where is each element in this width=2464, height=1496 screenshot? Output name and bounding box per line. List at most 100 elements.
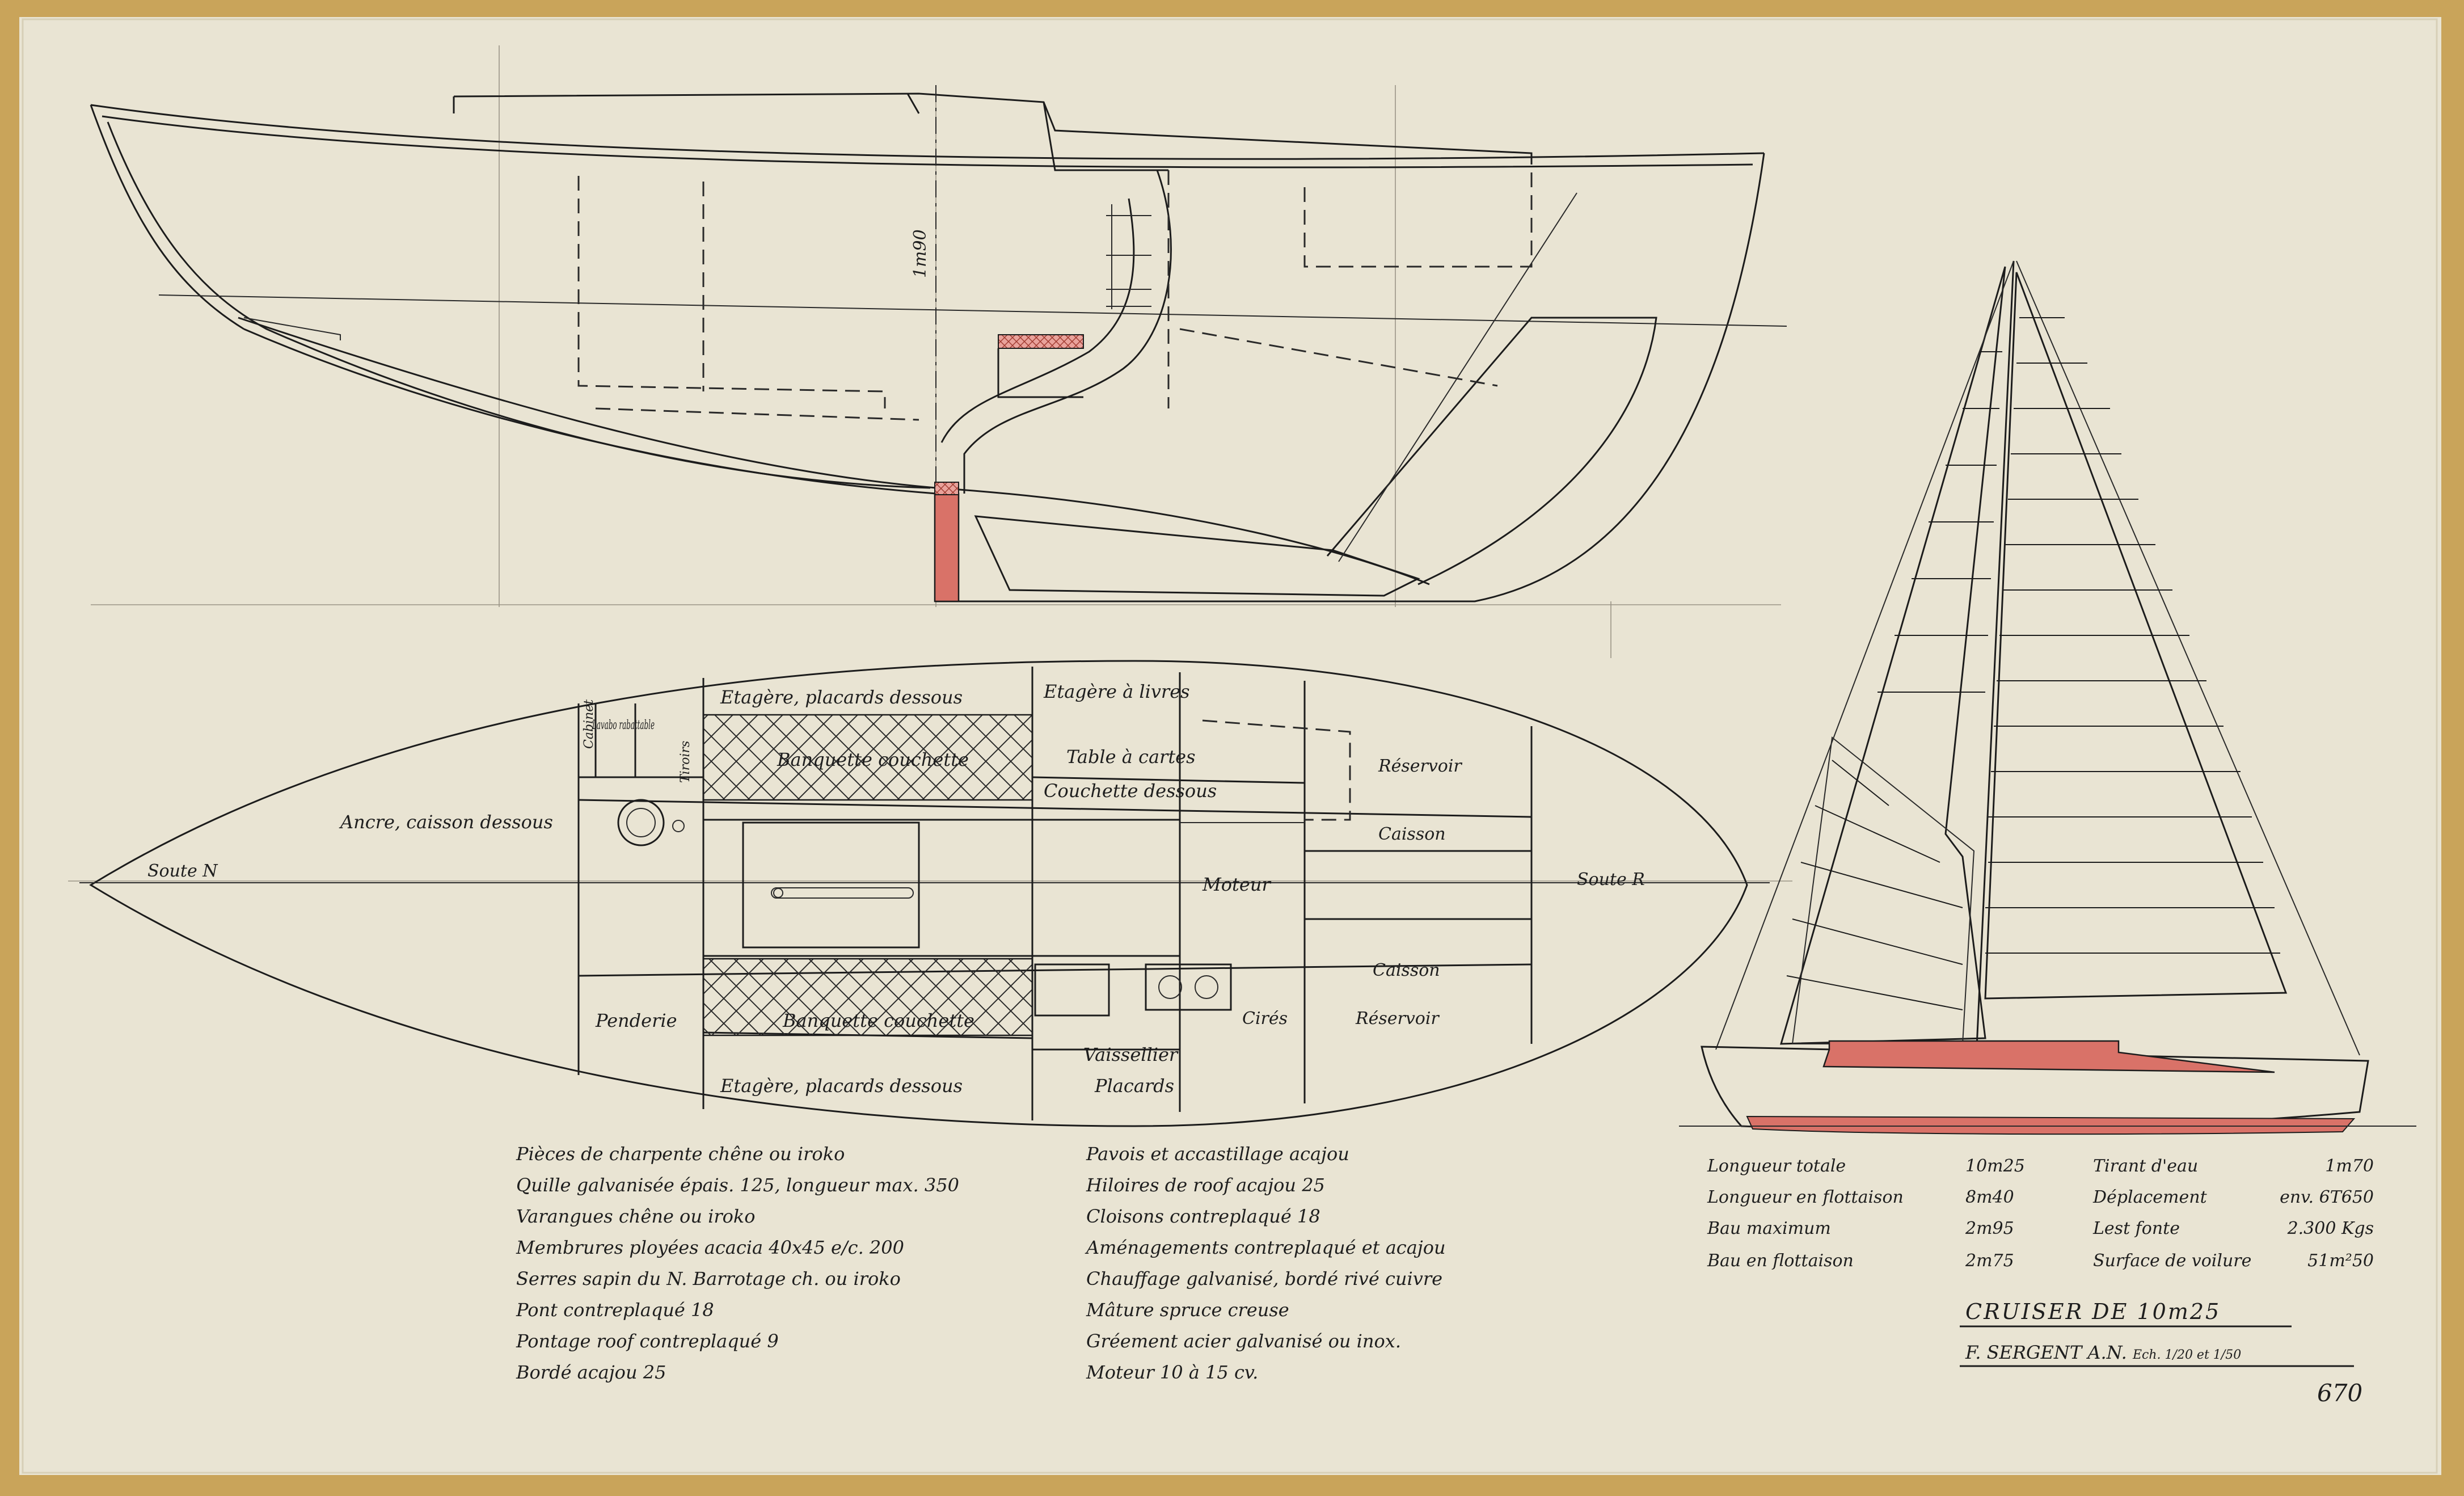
note-right-5: Chauffage galvanisé, bordé rivé cuivre: [1086, 1268, 1442, 1289]
paper-inner-edge: [22, 18, 2438, 1474]
galley-box: [997, 348, 1083, 398]
specs-left: Longueur totale 10m25 Longueur en flotta…: [1707, 1156, 2025, 1271]
label-lavabo: Lavabo rabattable: [592, 718, 655, 732]
label-reservoir-top: Réservoir: [1378, 756, 1462, 776]
title-block: CRUISER DE 10m25 F. SERGENT A.N. Ech. 1/…: [1960, 1299, 2362, 1407]
spec-right-value-3: 2.300 Kgs: [2287, 1219, 2374, 1238]
spec-right-label-4: Surface de voilure: [2093, 1251, 2251, 1271]
paper: [19, 17, 2441, 1475]
sink-tap: [672, 820, 685, 832]
drawing-title: CRUISER DE 10m25: [1965, 1299, 2221, 1324]
table-knob: [773, 888, 783, 898]
note-left-1: Pièces de charpente chêne ou iroko: [516, 1143, 845, 1165]
spec-right-value-4: 51m²50: [2307, 1251, 2374, 1271]
sink-inner: [626, 808, 656, 837]
note-right-1: Pavois et accastillage acajou: [1086, 1143, 1349, 1165]
note-left-6: Pont contreplaqué 18: [516, 1299, 714, 1321]
keel-block: [974, 515, 1420, 597]
drawing-scale: Ech. 1/20 et 1/50: [2132, 1348, 2241, 1362]
mast: [1976, 260, 2015, 1047]
step-hatched: [998, 334, 1084, 349]
label-etagere-livres: Etagère à livres: [1043, 681, 1190, 702]
label-banquette-top: Banquette couchette: [777, 749, 969, 770]
hull-inner-line: [107, 121, 931, 489]
sail-plan-cabin: [1822, 1040, 2275, 1073]
mainsail-battens: [1985, 317, 2280, 954]
label-moteur: Moteur: [1202, 874, 1271, 895]
label-vaissellier: Vaissellier: [1083, 1044, 1179, 1065]
forestay: [1715, 260, 2014, 1050]
construction-notes-right: Pavois et accastillage acajou Hiloires d…: [1085, 1143, 1446, 1383]
note-left-4: Membrures ployées acacia 40x45 e/c. 200: [516, 1237, 904, 1258]
spec-right-label-1: Tirant d'eau: [2093, 1156, 2198, 1176]
hull-plan-outline: [89, 660, 1748, 1127]
mast-step-hatched: [934, 482, 959, 495]
keel-line: [238, 317, 1430, 585]
cabin-top: [453, 93, 1168, 171]
label-soute-ar: Soute R: [1577, 870, 1645, 890]
companionway-inner: [940, 198, 1135, 443]
waterline: [158, 294, 1787, 327]
note-right-7: Gréement acier galvanisé ou inox.: [1086, 1330, 1401, 1352]
label-cires: Cirés: [1242, 1009, 1288, 1029]
hull-stem: [90, 104, 244, 330]
plan-view: Soute N Soute R Etagère, placards dessou…: [79, 660, 1770, 1127]
note-left-8: Bordé acajou 25: [516, 1362, 666, 1383]
label-etagere-bottom: Etagère, placards dessous: [720, 1075, 963, 1097]
label-ancre: Ancre, caisson dessous: [339, 811, 553, 833]
deck-sheer-outer: [90, 104, 1765, 160]
label-etagere-top: Etagère, placards dessous: [720, 686, 963, 708]
specs-right: Tirant d'eau 1m70 Déplacement env. 6T650…: [2092, 1156, 2374, 1271]
drawing-author: F. SERGENT A.N.: [1965, 1342, 2127, 1363]
banquette-bottom: [702, 958, 1033, 1036]
spec-right-label-2: Déplacement: [2092, 1187, 2208, 1207]
height-mark: 1m90: [910, 229, 930, 278]
rudder-stock: [1338, 192, 1577, 562]
label-caisson-top: Caisson: [1378, 824, 1446, 844]
profile-view: 1m90: [90, 85, 1787, 602]
construction-notes-left: Pièces de charpente chêne ou iroko Quill…: [516, 1143, 959, 1383]
label-caisson-bottom: Caisson: [1373, 960, 1440, 980]
mast-step-red: [934, 492, 960, 602]
spec-left-label-1: Longueur totale: [1707, 1156, 1846, 1176]
deckhouse-roof: [453, 92, 1533, 165]
note-right-6: Mâture spruce creuse: [1086, 1299, 1289, 1321]
label-soute-av: Soute N: [147, 861, 218, 881]
note-left-3: Varangues chêne ou iroko: [516, 1206, 756, 1227]
backstay: [2016, 260, 2360, 1056]
label-couchette: Couchette dessous: [1044, 780, 1217, 802]
burner-2: [1195, 975, 1218, 999]
jib-seams: [1786, 351, 2002, 1010]
sink-outer: [617, 799, 665, 846]
sail-plan-boot-top: [1746, 1115, 2356, 1135]
note-right-3: Cloisons contreplaqué 18: [1086, 1206, 1320, 1227]
label-placards: Placards: [1094, 1075, 1174, 1097]
chart-table-dashed: [1202, 719, 1351, 821]
saloon-table: [742, 821, 920, 949]
spec-left-value-4: 2m75: [1965, 1251, 2014, 1271]
jib: [1779, 266, 2006, 1045]
spec-right-value-2: env. 6T650: [2280, 1187, 2374, 1207]
table-leaf: [771, 887, 914, 899]
label-banquette-bottom: Banquette couchette: [782, 1010, 974, 1031]
spec-right-value-1: 1m70: [2325, 1156, 2374, 1176]
note-right-4: Aménagements contreplaqué et acajou: [1085, 1237, 1446, 1258]
stove: [1145, 963, 1232, 1011]
sail-plan: [1679, 260, 2416, 1135]
note-left-2: Quille galvanisée épais. 125, longueur m…: [516, 1174, 959, 1196]
note-right-2: Hiloires de roof acajou 25: [1086, 1174, 1325, 1196]
note-left-5: Serres sapin du N. Barrotage ch. ou irok…: [516, 1268, 901, 1289]
galley-counter: [1034, 963, 1110, 1017]
burner-1: [1158, 975, 1182, 999]
label-reservoir-bottom: Réservoir: [1355, 1009, 1440, 1029]
spec-left-label-3: Bau maximum: [1707, 1219, 1831, 1238]
dashed-furniture: [577, 165, 1533, 421]
label-table-cartes: Table à cartes: [1066, 746, 1196, 768]
label-tiroirs: Tiroirs: [678, 741, 693, 783]
rudder: [1326, 317, 1657, 585]
deck-sheer-inner: [102, 115, 1753, 168]
spec-left-value-1: 10m25: [1965, 1156, 2025, 1176]
spec-left-label-2: Longueur en flottaison: [1707, 1187, 1904, 1207]
spec-left-label-4: Bau en flottaison: [1707, 1251, 1854, 1271]
